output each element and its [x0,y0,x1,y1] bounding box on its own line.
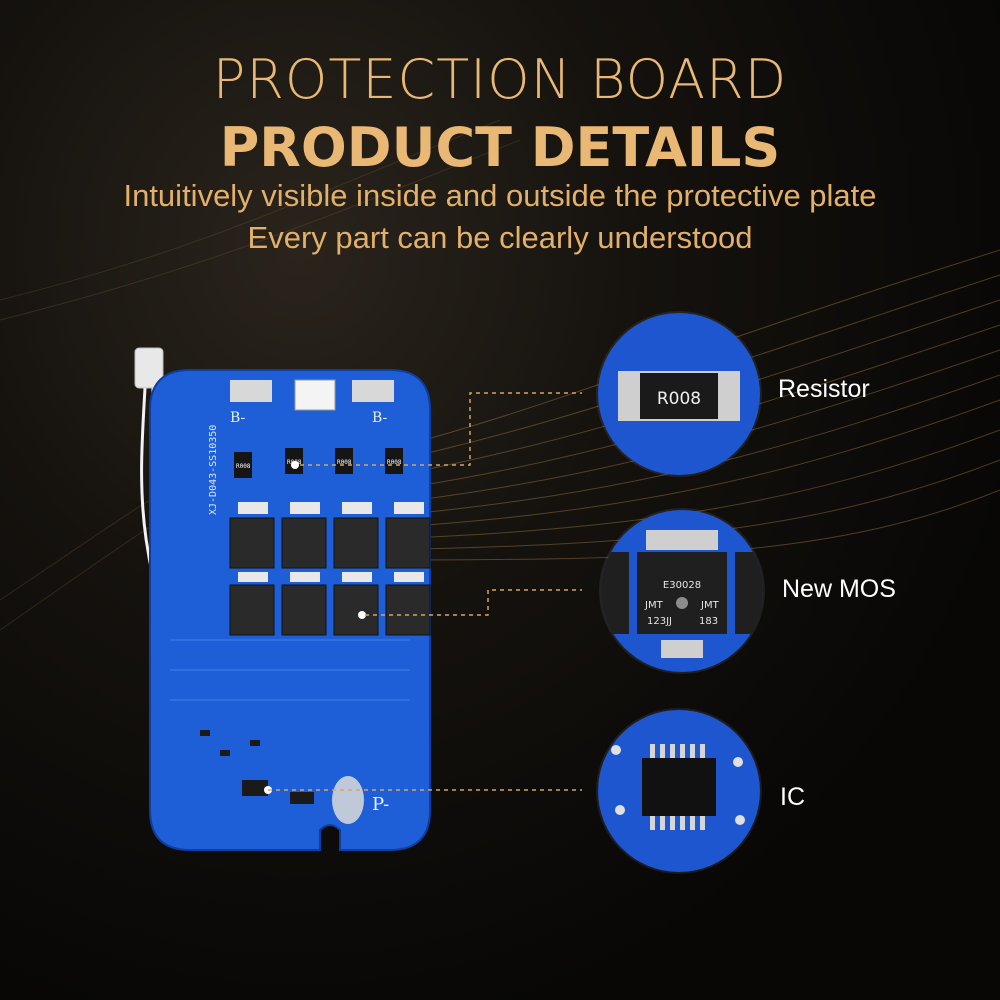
resistor-mark-4: R008 [387,459,402,466]
silkscreen-b-minus-right: B- [372,410,388,426]
ic-label: IC [780,783,805,811]
mos-detail-brand-left: JMT [644,600,664,611]
mos-zoom-circle: E30028 JMT JMT 123JJ 183 [601,510,763,672]
resistor-detail-text: R008 [657,389,701,409]
headline-line-2: PRODUCT DETAILS [219,116,781,179]
resistor-zoom-circle: R008 [598,313,760,475]
mos-detail-date: 183 [699,616,718,627]
new-mos-label: New MOS [782,575,896,603]
silkscreen-b-minus-left: B- [230,410,246,426]
ic-zoom-circle [598,710,760,872]
headline-line-1: PROTECTION BOARD [212,48,788,111]
silkscreen-p-minus: P- [372,794,389,815]
mos-detail-batch: 123JJ [647,616,672,627]
mos-detail-part: E30028 [663,580,701,591]
protection-board-pcb: B- B- XJ-D043-SS10350 R008 R008 R008 R00… [149,369,431,851]
resistor-label: Resistor [778,375,870,403]
mos-detail-brand-right: JMT [700,600,720,611]
resistor-mark-1: R008 [236,463,251,470]
subtitle-line-1: Intuitively visible inside and outside t… [123,178,877,213]
subtitle-line-2: Every part can be clearly understood [247,220,753,255]
resistor-mark-3: R008 [337,459,352,466]
silkscreen-model: XJ-D043-SS10350 [208,425,219,515]
